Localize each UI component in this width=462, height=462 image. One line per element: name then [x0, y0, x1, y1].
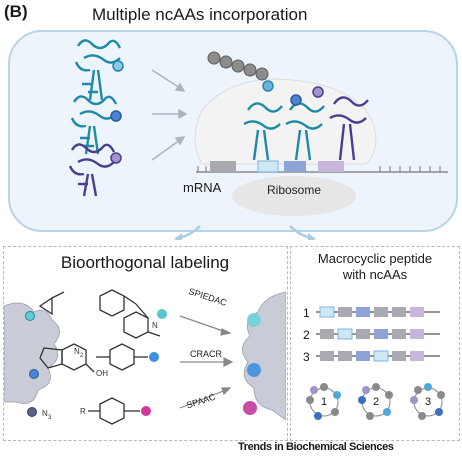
- ncaa-label-1: [25, 311, 35, 321]
- ncaa-3: [110, 152, 122, 164]
- trna-ribosome-a: [243, 102, 283, 161]
- ncaa-exit: [312, 86, 324, 98]
- codon-purple: [318, 161, 344, 172]
- mrna-label: mRNA: [183, 180, 222, 195]
- mrna-ticks: [197, 166, 441, 172]
- ncaa-label-2: [29, 369, 39, 379]
- trna-synthetase-pair-2: [70, 92, 144, 155]
- labeling-illustration: OH N 3 N N 2 R: [4, 289, 286, 425]
- r-label: R: [80, 407, 86, 416]
- ncaa-label-3: [27, 407, 37, 417]
- journal-footer: Trends in Biochemical Sciences: [238, 441, 394, 453]
- macrocycle-title-line2: with ncAAs: [342, 267, 408, 282]
- trna-ribosome-b: [285, 102, 325, 161]
- trna-2: [70, 95, 118, 155]
- n2-sub: 2: [80, 353, 84, 359]
- top-title: Multiple ncAAs incorporation: [92, 5, 308, 24]
- diazonium-structure: [96, 343, 148, 371]
- synthetase-1: [122, 50, 144, 94]
- ribosome-small-subunit: [232, 176, 356, 216]
- macrocycle-panel: [290, 246, 460, 441]
- macrocycle-ring-1: [306, 383, 341, 420]
- ncaa-1: [112, 60, 124, 72]
- codon-blue: [284, 161, 306, 172]
- labeled-site-3: [243, 401, 257, 415]
- trna-3: [68, 143, 116, 197]
- n3-label: N: [42, 409, 48, 418]
- macrocycle-ring-2: [358, 383, 393, 420]
- codon-gray: [210, 161, 236, 172]
- protein-left: [4, 302, 60, 404]
- ring-number-1: 1: [321, 396, 328, 408]
- trna-1: [74, 39, 122, 101]
- ring-number-3: 3: [425, 396, 432, 408]
- synthetase-2: [122, 92, 144, 136]
- codon-lightblue: [257, 160, 279, 173]
- dbco-structure: [99, 289, 161, 339]
- labeling-title: Bioorthogonal labeling: [60, 253, 230, 272]
- ribosome-large-subunit: [194, 78, 377, 165]
- peptide-row-2: [316, 328, 440, 340]
- incorporation-illustration: [68, 39, 448, 240]
- row-number-1: 1: [303, 306, 310, 320]
- peptide-row-1: [316, 306, 440, 318]
- row-number-3: 3: [303, 350, 310, 364]
- cyclopropene-structure: [38, 291, 65, 316]
- labeling-panel: [3, 246, 288, 441]
- ring-number-2: 2: [373, 396, 380, 408]
- peptide-row-3: [316, 350, 440, 362]
- synthetase-3: [122, 142, 144, 186]
- oh-label: OH: [96, 369, 108, 378]
- protein-right: [242, 291, 286, 421]
- peptide-chain: [207, 51, 269, 81]
- tetrazine-structure: [88, 397, 140, 425]
- label-dot-cyan: [157, 309, 167, 319]
- n-label: N: [152, 321, 158, 330]
- ncaa-ribosome: [290, 94, 302, 106]
- reaction-arrows: [179, 315, 234, 409]
- labeled-site-2: [247, 363, 261, 377]
- macrocycle-illustration: [306, 306, 445, 420]
- ncaa-2: [110, 110, 122, 122]
- n2-label: N: [74, 347, 80, 356]
- ncaa-chain-end: [262, 80, 274, 92]
- indole-structure: [39, 343, 95, 373]
- trna-exit: [329, 96, 369, 161]
- reaction-cracr: CRACR: [190, 349, 223, 359]
- n3-sub: 3: [48, 415, 52, 421]
- labeled-site-1: [247, 313, 261, 327]
- macrocycle-title: Macrocyclic peptide with ncAAs: [292, 251, 458, 283]
- trna-synthetase-pair-1: [74, 39, 144, 101]
- macrocycle-title-line1: Macrocyclic peptide: [317, 251, 433, 266]
- label-dot-blue: [149, 352, 159, 362]
- macrocycle-ring-3: [410, 383, 445, 420]
- trna-synthetase-pair-3: [68, 142, 144, 197]
- ribosome-label: Ribosome: [267, 183, 322, 197]
- panel-label: (B): [4, 2, 28, 21]
- label-dot-magenta: [141, 406, 151, 416]
- flow-arrows: [151, 69, 188, 161]
- row-number-2: 2: [303, 328, 310, 342]
